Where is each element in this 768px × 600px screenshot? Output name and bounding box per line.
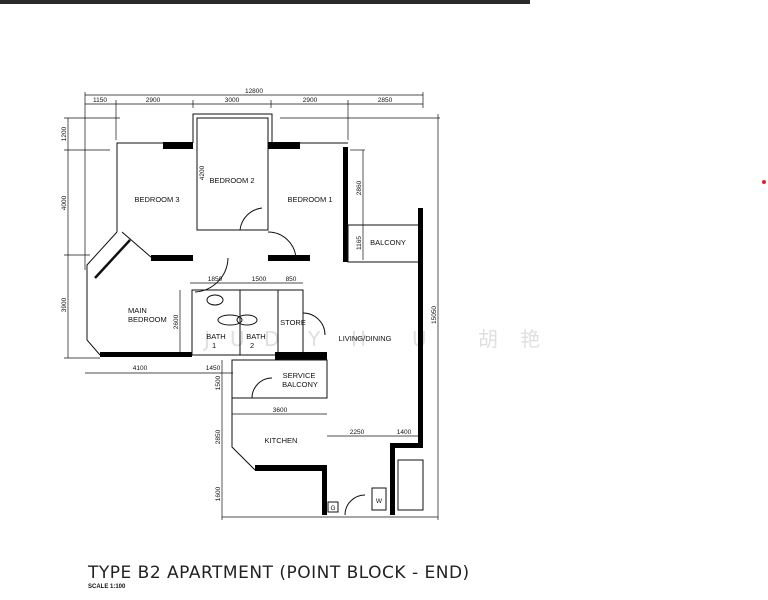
svg-text:D: D (264, 327, 279, 351)
plan-scale: SCALE 1:100 (88, 584, 126, 590)
dim-bath-depth: 2600 (173, 314, 180, 329)
svg-text:U: U (230, 327, 245, 351)
svg-text:J: J (202, 327, 210, 351)
dim-bedroom2: 4200 (199, 165, 206, 180)
marker-dot (762, 180, 766, 184)
svg-text:U: U (412, 327, 427, 351)
dim-right-total: 15050 (431, 306, 438, 324)
gas-label: G (330, 505, 335, 512)
watermark: J U D Y H U 胡 艳 (202, 327, 540, 351)
room-kitchen: KITCHEN (265, 436, 298, 445)
dim-top-5: 2850 (378, 97, 393, 104)
dim-entry-depth: 1600 (215, 486, 222, 501)
dim-left-1: 1200 (61, 126, 68, 141)
dim-main-bottom-2: 1450 (206, 365, 221, 372)
dim-kitchen-width: 3600 (273, 407, 288, 414)
room-service-balcony-line1: SERVICE (283, 371, 316, 380)
room-main-bedroom-line1: MAIN (128, 306, 147, 315)
room-bedroom-1: BEDROOM 1 (287, 195, 332, 204)
room-bath-1-line2: 1 (212, 341, 216, 350)
plan-title: TYPE B2 APARTMENT (POINT BLOCK - END) (87, 563, 470, 583)
room-bath-2-line1: BATH (246, 332, 265, 341)
top-bar (0, 0, 530, 4)
dim-top-3: 3000 (225, 97, 240, 104)
svg-text:胡: 胡 (478, 327, 498, 351)
dim-service: 1500 (215, 375, 222, 390)
dim-entry-1: 2250 (350, 429, 365, 436)
dim-main-bottom-1: 4100 (133, 365, 148, 372)
room-main-bedroom-line2: BEDROOM (128, 315, 167, 324)
dim-top-2: 2900 (146, 97, 161, 104)
dimension-lines (64, 92, 440, 520)
dim-top-1: 1150 (93, 97, 107, 104)
dim-kitchen-depth: 2850 (215, 429, 222, 444)
dim-bedroom1: 2860 (356, 180, 363, 195)
room-bath-2-line2: 2 (250, 341, 254, 350)
dim-bath-2: 1500 (252, 276, 267, 283)
room-bath-1-line1: BATH (206, 332, 225, 341)
dim-bath-3: 850 (286, 276, 297, 283)
room-bedroom-2: BEDROOM 2 (209, 176, 254, 185)
svg-text:艳: 艳 (520, 327, 540, 351)
dim-bath-1: 1850 (208, 276, 223, 283)
walls (86, 113, 424, 516)
dim-left-3: 3900 (61, 297, 68, 312)
dim-top-4: 2900 (303, 97, 318, 104)
room-bedroom-3: BEDROOM 3 (134, 195, 179, 204)
room-service-balcony-line2: BALCONY (282, 380, 318, 389)
washer-label: W (376, 498, 383, 505)
room-balcony: BALCONY (370, 238, 406, 247)
svg-text:H: H (351, 327, 366, 351)
dim-entry-2: 1400 (397, 429, 412, 436)
dim-overall-width: 12800 (245, 88, 263, 95)
svg-text:Y: Y (307, 327, 321, 351)
room-store: STORE (280, 318, 306, 327)
dim-balcony: 1165 (356, 236, 363, 250)
dim-left-2: 4000 (61, 195, 68, 210)
room-living-dining: LIVING/DINING (339, 334, 392, 343)
